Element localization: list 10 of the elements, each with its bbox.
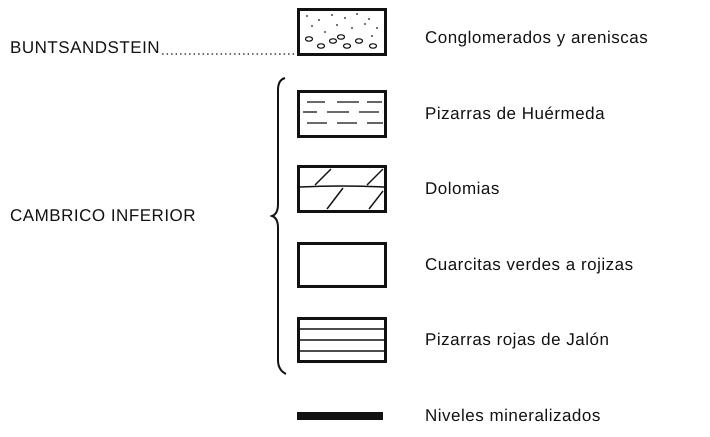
unit-label: CAMBRICO INFERIOR xyxy=(10,206,196,226)
conglomerate-pattern-swatch xyxy=(297,8,387,56)
leader-line xyxy=(162,53,297,55)
legend-label: Conglomerados y areniscas xyxy=(425,28,648,48)
legend-label: Pizarras de Huérmeda xyxy=(425,104,606,124)
legend-label: Cuarcitas verdes a rojizas xyxy=(425,255,634,275)
legend-label: Pizarras rojas de Jalón xyxy=(425,330,610,350)
unit-label: BUNTSANDSTEIN xyxy=(10,38,160,58)
legend-label: Dolomias xyxy=(425,179,500,199)
legend-label: Niveles mineralizados xyxy=(425,406,601,426)
